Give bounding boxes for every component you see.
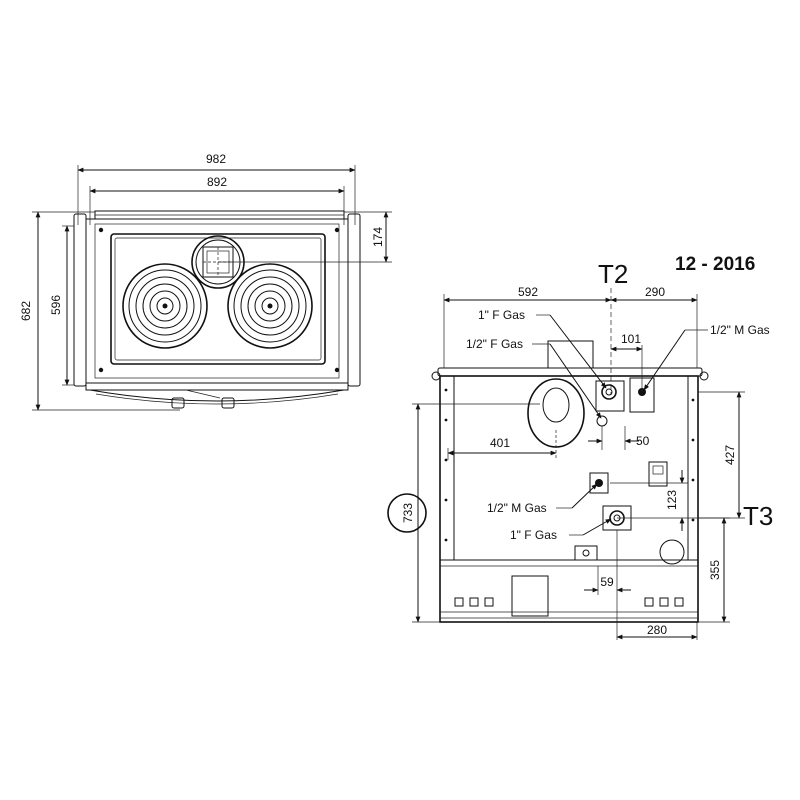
- top-view: 982 892: [19, 152, 392, 411]
- dim-text-101: 101: [621, 332, 641, 346]
- dim-circle-733: [387, 493, 427, 533]
- label-half-m-gas-mid: 1/2" M Gas: [487, 501, 547, 515]
- gas-connector-top-icon: [595, 380, 625, 427]
- dim-text-355: 355: [708, 560, 722, 580]
- dim-text-290: 290: [645, 285, 665, 299]
- dim-text-982: 982: [206, 152, 226, 166]
- bottom-round-fitting: [659, 539, 685, 565]
- side-rivets: [444, 388, 695, 542]
- cooktop-plate: [110, 233, 326, 365]
- left-hotplate-icon: [122, 263, 208, 349]
- dim-text-59: 59: [600, 575, 614, 589]
- marker-t2: T2: [598, 259, 628, 289]
- right-handrail: [347, 213, 361, 387]
- date-code: 12 - 2016: [675, 254, 755, 275]
- rear-view: T2: [387, 259, 773, 640]
- dim-text-50: 50: [636, 434, 650, 448]
- dim-text-596: 596: [49, 295, 63, 315]
- ash-door: [511, 575, 549, 617]
- dim-text-592: 592: [518, 285, 538, 299]
- dim-text-682: 682: [19, 301, 33, 321]
- knob-right-icon: [221, 397, 235, 409]
- valve-box: [648, 461, 668, 487]
- rail-end-right-icon: [699, 371, 709, 381]
- dim-text-174: 174: [371, 227, 385, 247]
- dim-text-123: 123: [665, 490, 679, 510]
- dim-text-401: 401: [490, 436, 510, 450]
- label-1f-gas-top: 1" F Gas: [478, 308, 525, 322]
- right-hotplate-icon: [227, 263, 313, 349]
- label-half-m-gas-right: 1/2" M Gas: [710, 323, 770, 337]
- dim-text-427: 427: [723, 445, 737, 465]
- label-1f-gas-bottom: 1" F Gas: [510, 528, 557, 542]
- gas-connector-mid-icon: [589, 472, 609, 494]
- dim-text-733: 733: [401, 503, 415, 523]
- left-handrail: [73, 213, 87, 387]
- rear-body: [439, 375, 699, 623]
- flue-box: [547, 340, 594, 369]
- dim-text-280: 280: [647, 623, 667, 637]
- knob-left-icon: [171, 397, 185, 409]
- marker-t3: T3: [743, 501, 773, 531]
- bottom-fitting: [574, 545, 598, 561]
- front-rail-curve: [89, 389, 345, 402]
- front-edge: [85, 382, 349, 391]
- label-half-f-gas: 1/2" F Gas: [466, 337, 523, 351]
- top-rail: [437, 367, 703, 377]
- dim-text-892: 892: [207, 175, 227, 189]
- stove-body: [85, 218, 349, 384]
